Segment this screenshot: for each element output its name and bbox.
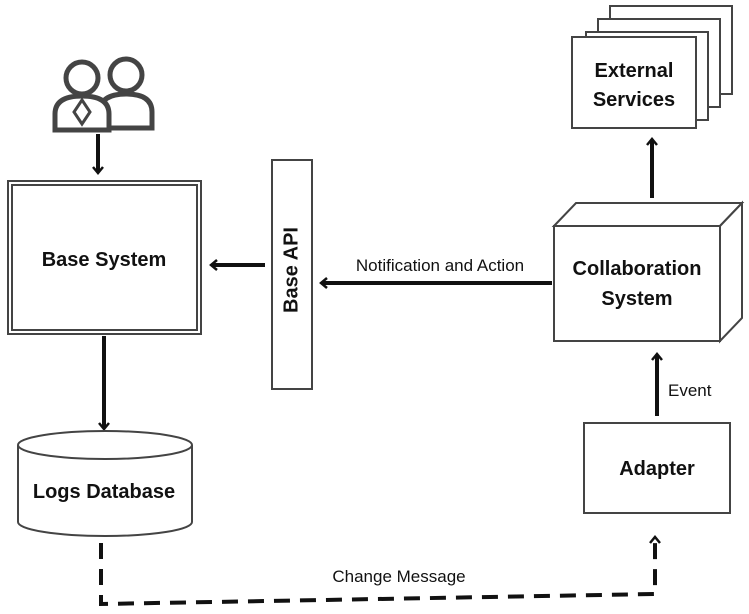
- base-system-label: Base System: [42, 249, 167, 271]
- base-api-label: Base API: [280, 227, 302, 313]
- logs-database-cylinder: [17, 430, 193, 537]
- base-api-box: [271, 159, 313, 390]
- base-system-box: [7, 180, 202, 335]
- adapter-box: [583, 422, 731, 514]
- users-icon: [52, 56, 155, 133]
- change-message-label: Change Message: [332, 567, 465, 586]
- logs-database-label: Logs Database: [33, 481, 175, 503]
- collaboration-system-label-line1: Collaboration: [573, 258, 702, 280]
- external-services-label-line2: Services: [593, 89, 675, 111]
- external-services-label-line1: External: [595, 60, 674, 82]
- adapter-label: Adapter: [619, 458, 695, 480]
- collaboration-system-box: [551, 200, 745, 344]
- external-services-stack: [571, 5, 733, 129]
- event-label: Event: [668, 381, 712, 400]
- collaboration-system-label-line2: System: [601, 288, 672, 310]
- change-message-path: [99, 535, 661, 607]
- notification-and-action-label: Notification and Action: [356, 256, 524, 275]
